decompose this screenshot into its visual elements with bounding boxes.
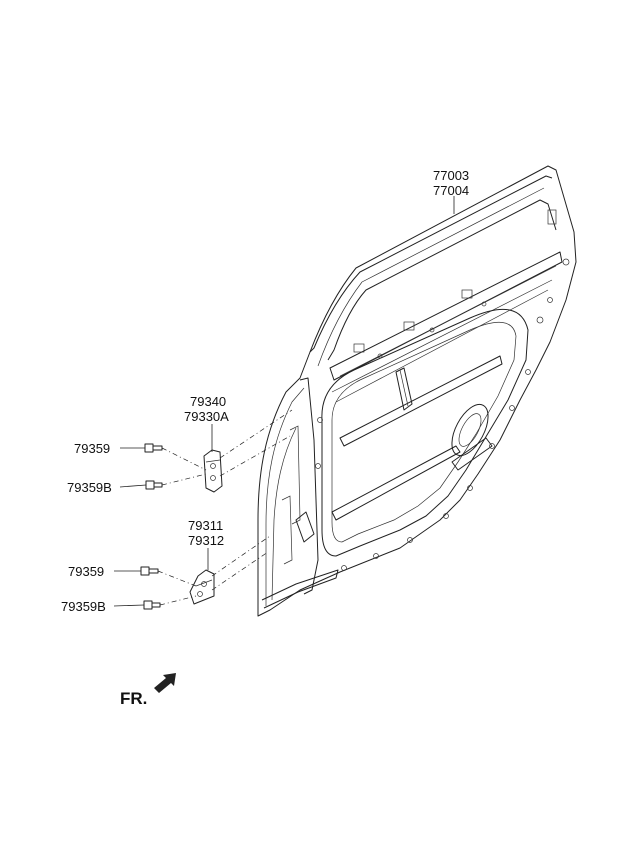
upper-bolt-b-label: 79359B (67, 480, 112, 495)
lower-hinge (189, 569, 215, 605)
lower-bolt (140, 566, 159, 576)
upper-bolt-b (145, 480, 163, 490)
weatherstrip-label-a: 77003 (433, 168, 469, 183)
upper-hinge (203, 449, 223, 493)
upper-hinge-label-a: 79340 (190, 394, 226, 409)
lower-bolt-b-label: 79359B (61, 599, 106, 614)
lower-hinge-label-b: 79312 (188, 533, 224, 548)
upper-bolt-label: 79359 (74, 441, 110, 456)
front-arrow-icon (154, 673, 176, 693)
upper-bolt (144, 443, 163, 453)
rear-door-panel (257, 165, 577, 617)
panel-holes (315, 258, 570, 571)
front-direction-label: FR. (120, 689, 147, 708)
weatherstrip-label-b: 77004 (433, 183, 469, 198)
upper-hinge-label-b: 79330A (184, 409, 229, 424)
lower-bolt-label: 79359 (68, 564, 104, 579)
leader-lines (113, 196, 455, 607)
lower-hinge-label-a: 79311 (188, 518, 223, 533)
lower-bolt-b (143, 600, 161, 610)
assembly-lines (157, 409, 293, 606)
